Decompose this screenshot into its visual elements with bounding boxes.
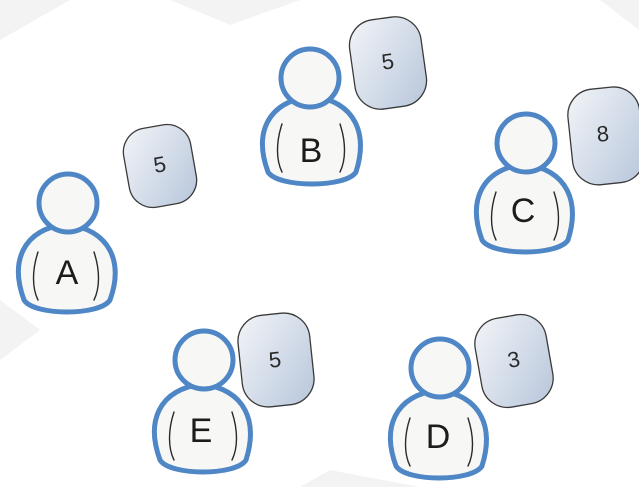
- value-card-d-text: 3: [506, 346, 522, 373]
- value-card-e-text: 5: [268, 347, 283, 373]
- person-icon-e: E: [151, 328, 253, 475]
- person-icon-d: D: [387, 336, 489, 481]
- value-card-a-text: 5: [152, 151, 168, 178]
- person-label-a: A: [56, 254, 79, 292]
- person-label-e: E: [190, 412, 213, 450]
- person-e: 5 E: [151, 312, 315, 475]
- person-label-d: D: [426, 418, 451, 456]
- person-d: 3 D: [387, 313, 554, 481]
- person-c: 8 C: [473, 86, 639, 255]
- person-icon-b: B: [260, 46, 363, 187]
- value-card-c: 8: [567, 86, 639, 186]
- value-card-c-text: 8: [595, 121, 610, 147]
- person-a: 5 A: [15, 123, 198, 315]
- value-card-b: 5: [348, 16, 428, 110]
- value-card-a: 5: [122, 123, 198, 209]
- person-label-c: C: [511, 192, 536, 230]
- value-card-d: 3: [474, 313, 554, 409]
- person-icon-c: C: [473, 111, 575, 255]
- person-b: 5 B: [260, 16, 428, 187]
- person-icon-a: A: [15, 171, 118, 315]
- person-label-b: B: [300, 132, 323, 170]
- value-card-b-text: 5: [380, 48, 396, 74]
- value-card-e: 5: [237, 312, 315, 408]
